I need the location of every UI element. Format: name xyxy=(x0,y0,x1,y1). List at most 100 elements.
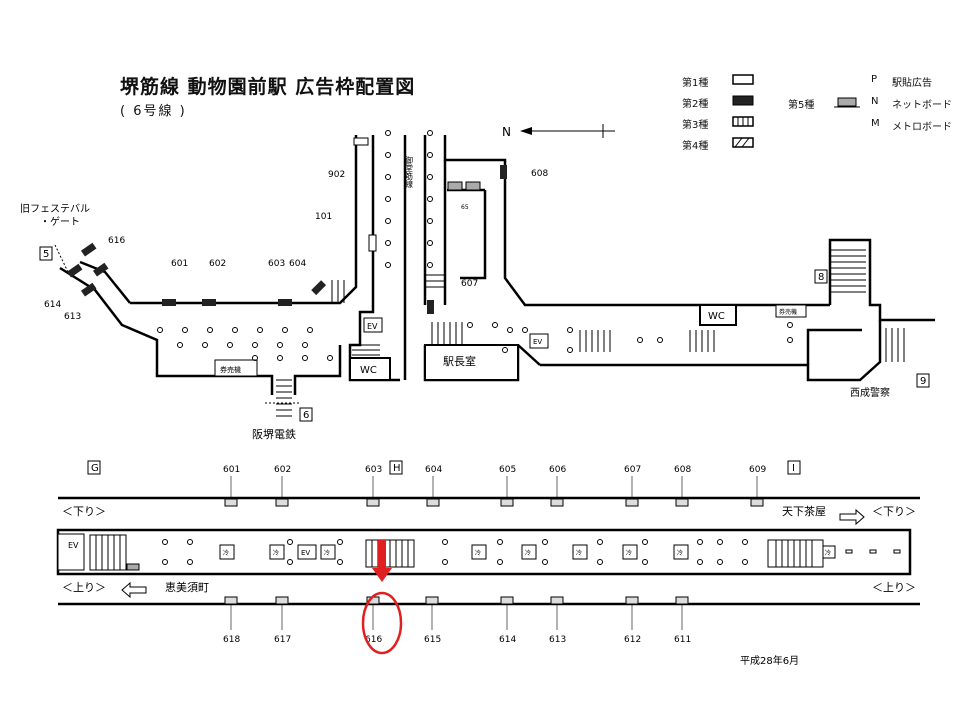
legend-n-label: ネットボード xyxy=(892,100,952,111)
tenga-label: 天下茶屋 xyxy=(782,505,826,518)
bottom-ad-panel-614 xyxy=(500,596,514,605)
bottom-ad-number-612: 612 xyxy=(624,635,641,645)
north-arrow xyxy=(520,124,615,138)
svg-text:冷: 冷 xyxy=(273,549,279,557)
bottom-ad-number-618: 618 xyxy=(223,635,240,645)
legend-type2: 第2種 xyxy=(682,99,709,110)
svg-text:冷: 冷 xyxy=(223,549,229,557)
svg-text:冷: 冷 xyxy=(825,549,831,557)
bottom-ad-number-615: 615 xyxy=(424,635,441,645)
ebisu-label: 恵美須町 xyxy=(165,580,209,594)
bottom-ad-panel-615 xyxy=(425,596,439,605)
top-ad-panel-606 xyxy=(550,498,564,507)
top-ad-number-603: 603 xyxy=(365,465,382,475)
concourse-stairs xyxy=(276,249,905,417)
down-left-label: ＜下り＞ xyxy=(62,505,106,518)
exit-9: 9 xyxy=(920,376,926,387)
midosuji-label: 御堂筋線 xyxy=(405,155,414,188)
top-ad-number-608: 608 xyxy=(674,465,691,475)
svg-text:冷: 冷 xyxy=(576,549,582,557)
top-ad-number-601: 601 xyxy=(223,465,240,475)
fest-gate-label-2: ・ゲート xyxy=(40,216,80,228)
up-right-label: ＜上り＞ xyxy=(872,581,916,594)
ad-65-concourse: 65 xyxy=(461,204,469,211)
highlight-616 xyxy=(361,540,403,655)
legend-swatch-type1 xyxy=(732,74,754,85)
station-master-room xyxy=(424,344,519,381)
legend-n-code: N xyxy=(871,96,879,107)
ev-box-right xyxy=(529,333,549,349)
bottom-ad-panel-612 xyxy=(625,596,639,605)
wc-label-right: WC xyxy=(708,311,725,322)
bottom-ad-panel-618 xyxy=(224,596,238,605)
top-ad-panel-609 xyxy=(750,498,764,507)
exit-6: 6 xyxy=(303,410,309,421)
svg-text:冷: 冷 xyxy=(324,549,330,557)
bottom-ad-panel-617 xyxy=(275,596,289,605)
top-ad-number-606: 606 xyxy=(549,465,566,475)
wc-label-left: WC xyxy=(360,365,377,376)
ev-platform-center xyxy=(297,544,317,560)
platform-pillars xyxy=(162,539,748,565)
ad-603-concourse: 603 xyxy=(268,259,285,269)
top-ad-panel-602 xyxy=(275,498,289,507)
fest-gate-label-1: 旧フェステバル xyxy=(20,203,90,215)
ad-601-concourse: 601 xyxy=(171,259,188,269)
ev-label-concourse: EV xyxy=(367,322,378,331)
ticket-label-left: 券売機 xyxy=(220,365,241,374)
ad-607-concourse: 607 xyxy=(461,279,478,289)
bottom-ad-number-614: 614 xyxy=(499,635,516,645)
hankai-label: 阪堺電鉄 xyxy=(252,427,296,441)
ticket-machine-right xyxy=(775,304,807,318)
page-subtitle: ( 6号線 ) xyxy=(120,104,187,119)
legend-swatch-type3 xyxy=(732,116,754,127)
date-label: 平成28年6月 xyxy=(740,654,799,667)
marker-h: H xyxy=(393,463,401,474)
station-master-label: 駅長室 xyxy=(443,354,476,368)
ad-602-concourse: 602 xyxy=(209,259,226,269)
top-ad-number-604: 604 xyxy=(425,465,442,475)
top-ad-panel-605 xyxy=(500,498,514,507)
ev-label-platform-center: EV xyxy=(301,549,310,557)
ev-label-platform: EV xyxy=(68,541,79,550)
top-ad-panel-608 xyxy=(675,498,689,507)
legend-type3: 第3種 xyxy=(682,120,709,131)
cooler-boxes: 冷 冷 冷 冷 冷 冷 冷 冷 冷 xyxy=(219,544,836,560)
ad-101: 101 xyxy=(315,212,332,222)
bottom-ad-panel-613 xyxy=(550,596,564,605)
ad-616-concourse: 616 xyxy=(108,236,125,246)
legend-type4: 第4種 xyxy=(682,141,709,152)
ad-608-concourse: 608 xyxy=(531,169,548,179)
concourse-ads xyxy=(66,137,507,314)
wc-room-right xyxy=(699,304,737,326)
legend-m-label: メトロボード xyxy=(892,122,952,133)
ticket-label-right: 券売機 xyxy=(779,308,797,316)
exit-5: 5 xyxy=(43,249,49,260)
platform-markers: G H I xyxy=(87,460,801,475)
legend-m-code: M xyxy=(871,118,880,129)
wc-room-left xyxy=(349,357,391,381)
platform-end-markers xyxy=(845,549,901,554)
top-ad-number-607: 607 xyxy=(624,465,641,475)
svg-text:冷: 冷 xyxy=(626,549,632,557)
bottom-ad-number-616: 616 xyxy=(365,635,382,645)
ad-604-concourse: 604 xyxy=(289,259,306,269)
ad-613-concourse: 613 xyxy=(64,312,81,322)
top-ad-number-609: 609 xyxy=(749,465,766,475)
ev-platform-box xyxy=(57,533,85,571)
top-ad-panel-601 xyxy=(224,498,238,507)
ticket-machine-left xyxy=(214,359,258,377)
svg-text:冷: 冷 xyxy=(525,549,531,557)
svg-text:冷: 冷 xyxy=(677,549,683,557)
svg-text:冷: 冷 xyxy=(475,549,481,557)
top-ad-panel-604 xyxy=(426,498,440,507)
ad-614-concourse: 614 xyxy=(44,300,61,310)
up-left-label: ＜上り＞ xyxy=(62,581,106,594)
ev-box xyxy=(363,317,383,333)
exit-8: 8 xyxy=(818,272,824,283)
legend-swatch-type4 xyxy=(732,137,754,148)
platform-track-lines xyxy=(58,496,920,606)
exit-markers: 5 6 8 9 xyxy=(39,246,930,422)
